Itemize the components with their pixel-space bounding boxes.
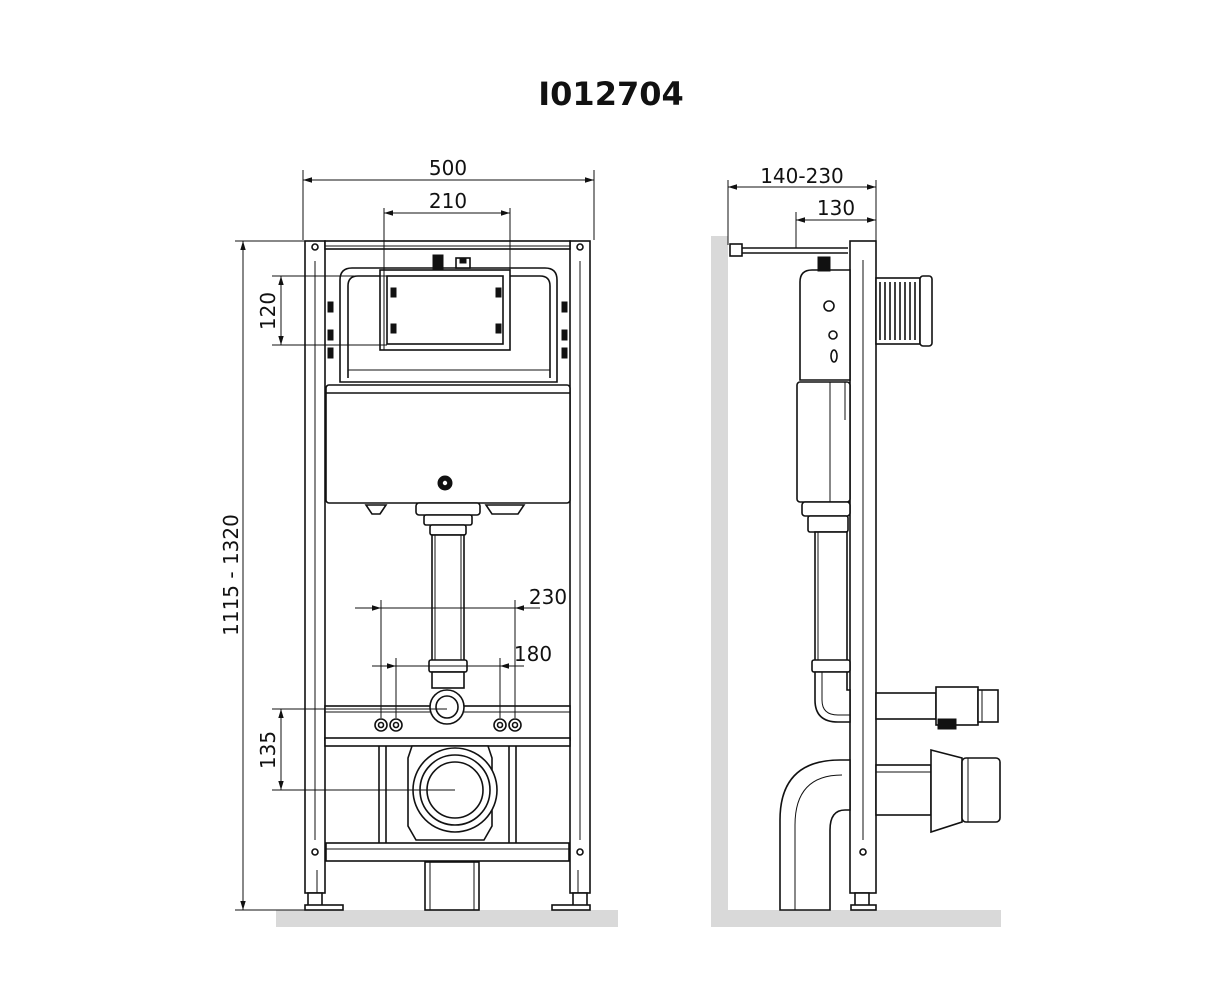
- side-view: 140-230 130: [711, 164, 1001, 927]
- side-vent-bellows: [875, 275, 933, 347]
- side-dimensions: 140-230 130: [727, 164, 877, 248]
- side-bracket: [729, 243, 848, 257]
- dim-bolt-spacing-outer: 230: [529, 585, 567, 609]
- dim-depth-fixed: 130: [817, 196, 855, 220]
- front-dimensions: 500 210 1115 - 1320 120 230 180: [219, 156, 595, 911]
- dim-plate-height: 120: [256, 292, 280, 330]
- dim-height-total: 1115 - 1320: [219, 514, 243, 636]
- drawing-title: I012704: [538, 75, 684, 113]
- side-drain-pipe: [779, 748, 1001, 911]
- side-frame-post: [849, 240, 877, 911]
- dim-depth-range: 140-230: [760, 164, 844, 188]
- front-frame: [304, 240, 591, 911]
- side-flush-connector: [875, 686, 999, 730]
- front-lower-frame: [324, 737, 571, 911]
- front-crossbar: [324, 689, 571, 741]
- front-view: 500 210 1115 - 1320 120 230 180: [219, 156, 618, 927]
- side-wall: [711, 236, 728, 927]
- dim-bolt-spacing-inner: 180: [514, 642, 552, 666]
- dim-outlet-height: 135: [256, 731, 280, 769]
- front-floor: [276, 910, 618, 927]
- dim-width-plate: 210: [429, 189, 467, 213]
- front-cistern: [325, 254, 571, 689]
- side-floor: [711, 910, 1001, 927]
- dim-width-total: 500: [429, 156, 467, 180]
- side-cistern: [796, 256, 851, 723]
